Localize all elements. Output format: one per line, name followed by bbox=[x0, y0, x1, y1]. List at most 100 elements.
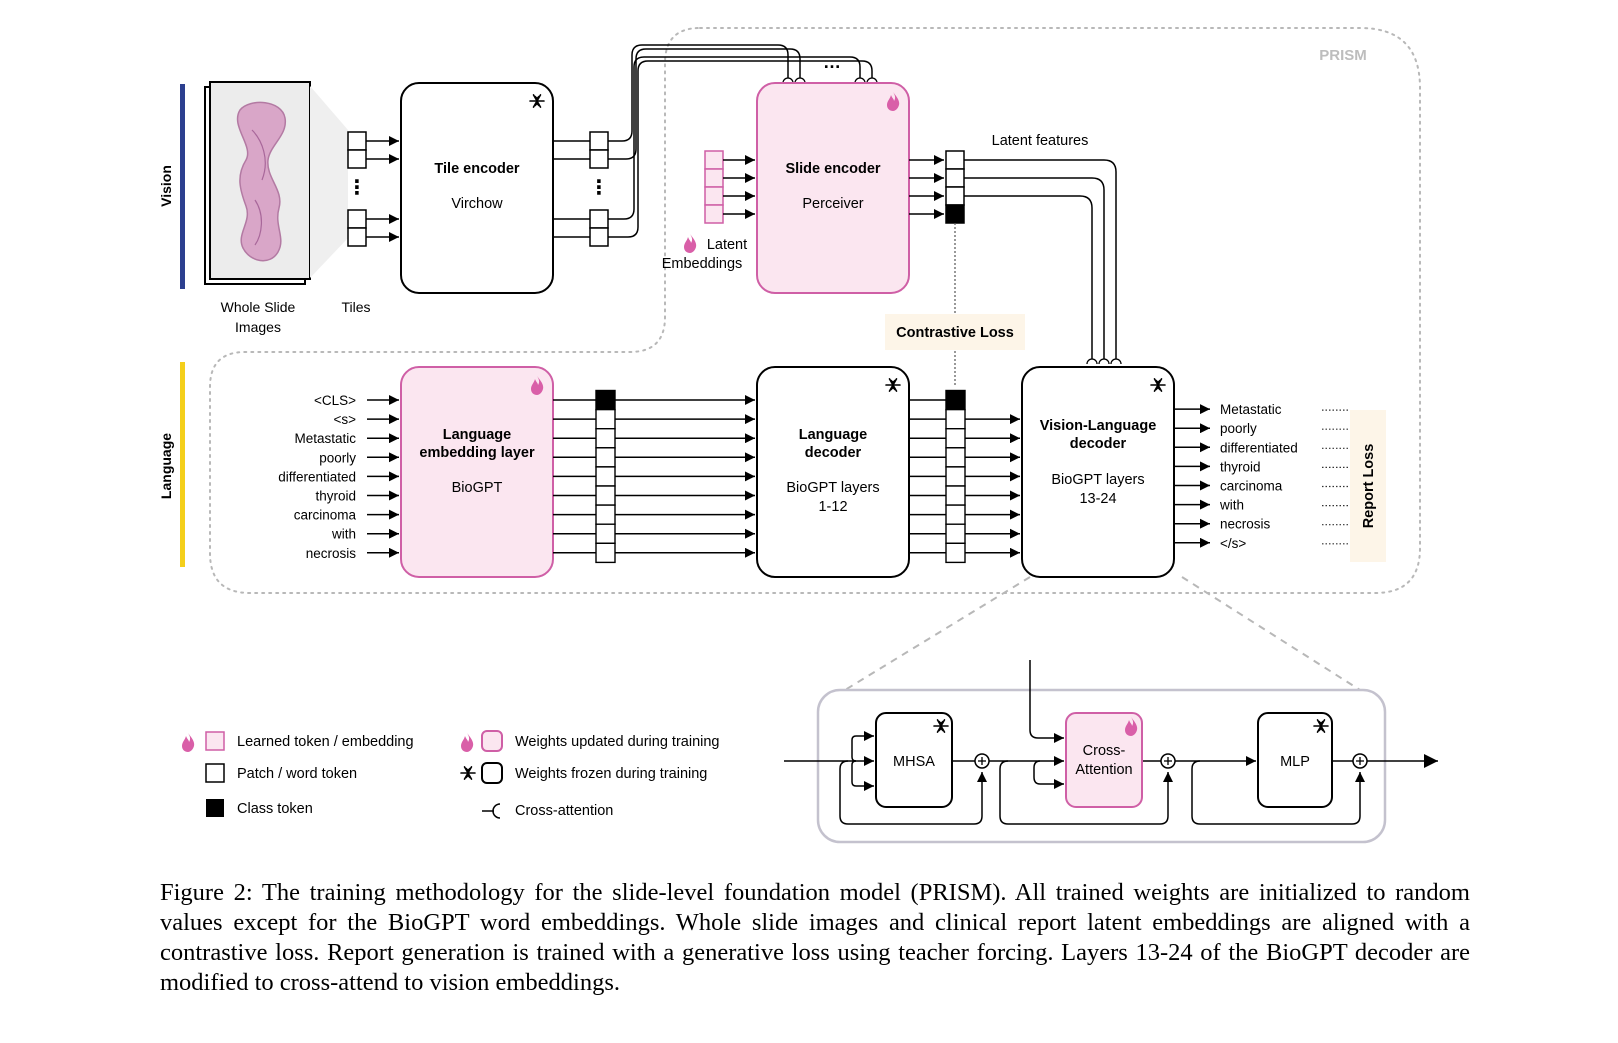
mlp-label: MLP bbox=[1280, 754, 1310, 770]
input-token: carcinoma bbox=[294, 508, 357, 523]
cross-attention-line1: Cross- bbox=[1083, 743, 1126, 759]
latent-embeddings-line2: Embeddings bbox=[662, 256, 743, 272]
tiles-ellipsis: ⋮ bbox=[347, 177, 367, 199]
cross-attention-line2: Attention bbox=[1075, 762, 1132, 778]
input-token: with bbox=[331, 527, 356, 542]
input-token: differentiated bbox=[278, 469, 356, 484]
word-embedding-token bbox=[595, 389, 616, 411]
input-token: <s> bbox=[333, 412, 356, 427]
vl-decoder-box bbox=[1021, 366, 1175, 578]
slide-encoder-title: Slide encoder bbox=[785, 161, 880, 177]
legend-updated-swatch bbox=[481, 730, 503, 752]
tile-encoder-subtitle: Virchow bbox=[451, 196, 503, 212]
input-token: <CLS> bbox=[314, 393, 356, 408]
word-embedding-token bbox=[595, 408, 616, 430]
output-token: with bbox=[1219, 498, 1244, 513]
wsi-label-line2: Images bbox=[235, 319, 281, 335]
input-token: necrosis bbox=[306, 546, 357, 561]
output-token-list: Metastatic poorly differentiated thyroid car… bbox=[1174, 402, 1350, 551]
contrastive-loss-box bbox=[885, 314, 1025, 350]
input-token-list: <CLS> <s> Metastatic poorly differentiated th… bbox=[278, 393, 399, 561]
vl-decoder-title-line1: Vision-Language bbox=[1040, 418, 1157, 434]
cross-attention-box bbox=[1065, 712, 1143, 808]
legend-frozen-swatch bbox=[481, 762, 503, 784]
output-token: thyroid bbox=[1220, 459, 1261, 474]
legend-cross: Cross-attention bbox=[515, 803, 613, 819]
decoder-hidden-token bbox=[945, 504, 966, 525]
latent-embeddings-line1: Latent bbox=[707, 237, 747, 253]
decoder-hidden-token bbox=[945, 447, 966, 468]
figure-caption: Figure 2: The training methodology for t… bbox=[160, 879, 1470, 996]
latent-features-label: Latent features bbox=[992, 133, 1089, 149]
report-loss-label: Report Loss bbox=[1361, 444, 1377, 529]
language-label: Language bbox=[158, 433, 174, 499]
decoder-hidden-token bbox=[945, 485, 966, 506]
word-embedding-token bbox=[595, 447, 616, 468]
word-embedding-token bbox=[595, 428, 616, 449]
decoder-hidden-token bbox=[945, 523, 966, 545]
tile-encoder-title: Tile encoder bbox=[434, 161, 520, 177]
legend-frozen: Weights frozen during training bbox=[515, 766, 707, 782]
embeddings-ellipsis: ⋮ bbox=[589, 177, 609, 199]
decoder-hidden-token bbox=[945, 542, 966, 564]
cross-attn-ellipsis: … bbox=[823, 52, 841, 72]
output-token: </s> bbox=[1220, 536, 1246, 551]
mhsa-box bbox=[875, 712, 953, 808]
legend-class-swatch bbox=[206, 799, 224, 817]
input-token: poorly bbox=[319, 450, 356, 465]
legend-patch: Patch / word token bbox=[237, 766, 357, 782]
report-loss-box bbox=[1350, 410, 1386, 562]
language-decoder-box bbox=[756, 366, 910, 578]
tile-embeddings bbox=[589, 131, 609, 247]
mhsa-label: MHSA bbox=[893, 754, 935, 770]
contrastive-loss-label: Contrastive Loss bbox=[896, 325, 1014, 341]
word-embedding-token bbox=[595, 485, 616, 506]
language-decoder-title-line2: decoder bbox=[805, 445, 862, 461]
input-token: Metastatic bbox=[294, 431, 356, 446]
legend-patch-swatch bbox=[205, 763, 225, 783]
whole-slide-image bbox=[204, 81, 311, 285]
language-embedding-box bbox=[400, 366, 554, 578]
mlp-box bbox=[1257, 712, 1333, 808]
word-embedding-token bbox=[595, 542, 616, 564]
legend-learned: Learned token / embedding bbox=[237, 734, 414, 750]
output-token: poorly bbox=[1220, 421, 1257, 436]
decoder-hidden-token bbox=[945, 389, 966, 411]
output-token: Metastatic bbox=[1220, 402, 1282, 417]
language-decoder-subtitle-line1: BioGPT layers bbox=[786, 480, 879, 496]
language-bar bbox=[180, 362, 185, 567]
slide-encoder-subtitle: Perceiver bbox=[802, 196, 863, 212]
vision-bar bbox=[180, 84, 185, 289]
zoom-wedge bbox=[310, 86, 348, 278]
vl-decoder-title-line2: decoder bbox=[1070, 436, 1127, 452]
word-embedding-token bbox=[595, 523, 616, 545]
word-embedding-token bbox=[595, 504, 616, 525]
decoder-hidden-token bbox=[945, 408, 966, 430]
language-embedding-title-line1: Language bbox=[443, 427, 511, 443]
token-columns bbox=[553, 389, 1020, 564]
language-decoder-subtitle-line2: 1-12 bbox=[818, 499, 847, 515]
prism-frame bbox=[209, 27, 1421, 594]
wsi-label-line1: Whole Slide bbox=[221, 299, 296, 315]
legend-class: Class token bbox=[237, 801, 313, 817]
output-token: carcinoma bbox=[1220, 479, 1283, 494]
decoder-hidden-token bbox=[945, 428, 966, 449]
language-decoder-title-line1: Language bbox=[799, 427, 867, 443]
output-token: necrosis bbox=[1220, 517, 1271, 532]
word-embedding-token bbox=[595, 466, 616, 487]
legend: Learned token / embedding Patch / word t… bbox=[182, 730, 719, 819]
vl-decoder-subtitle-line1: BioGPT layers bbox=[1051, 472, 1144, 488]
tiles-label: Tiles bbox=[341, 299, 370, 315]
legend-learned-swatch bbox=[205, 731, 225, 751]
prism-label: PRISM bbox=[1319, 47, 1367, 64]
vl-decoder-subtitle-line2: 13-24 bbox=[1079, 491, 1116, 507]
vision-label: Vision bbox=[158, 165, 174, 207]
output-token: differentiated bbox=[1220, 440, 1298, 455]
latent-feature-tokens bbox=[945, 150, 965, 224]
tile-encoder-box bbox=[400, 82, 554, 294]
slide-encoder-box bbox=[756, 82, 910, 294]
input-token: thyroid bbox=[315, 489, 356, 504]
decoder-hidden-token bbox=[945, 466, 966, 487]
language-embedding-title-line2: embedding layer bbox=[419, 445, 535, 461]
